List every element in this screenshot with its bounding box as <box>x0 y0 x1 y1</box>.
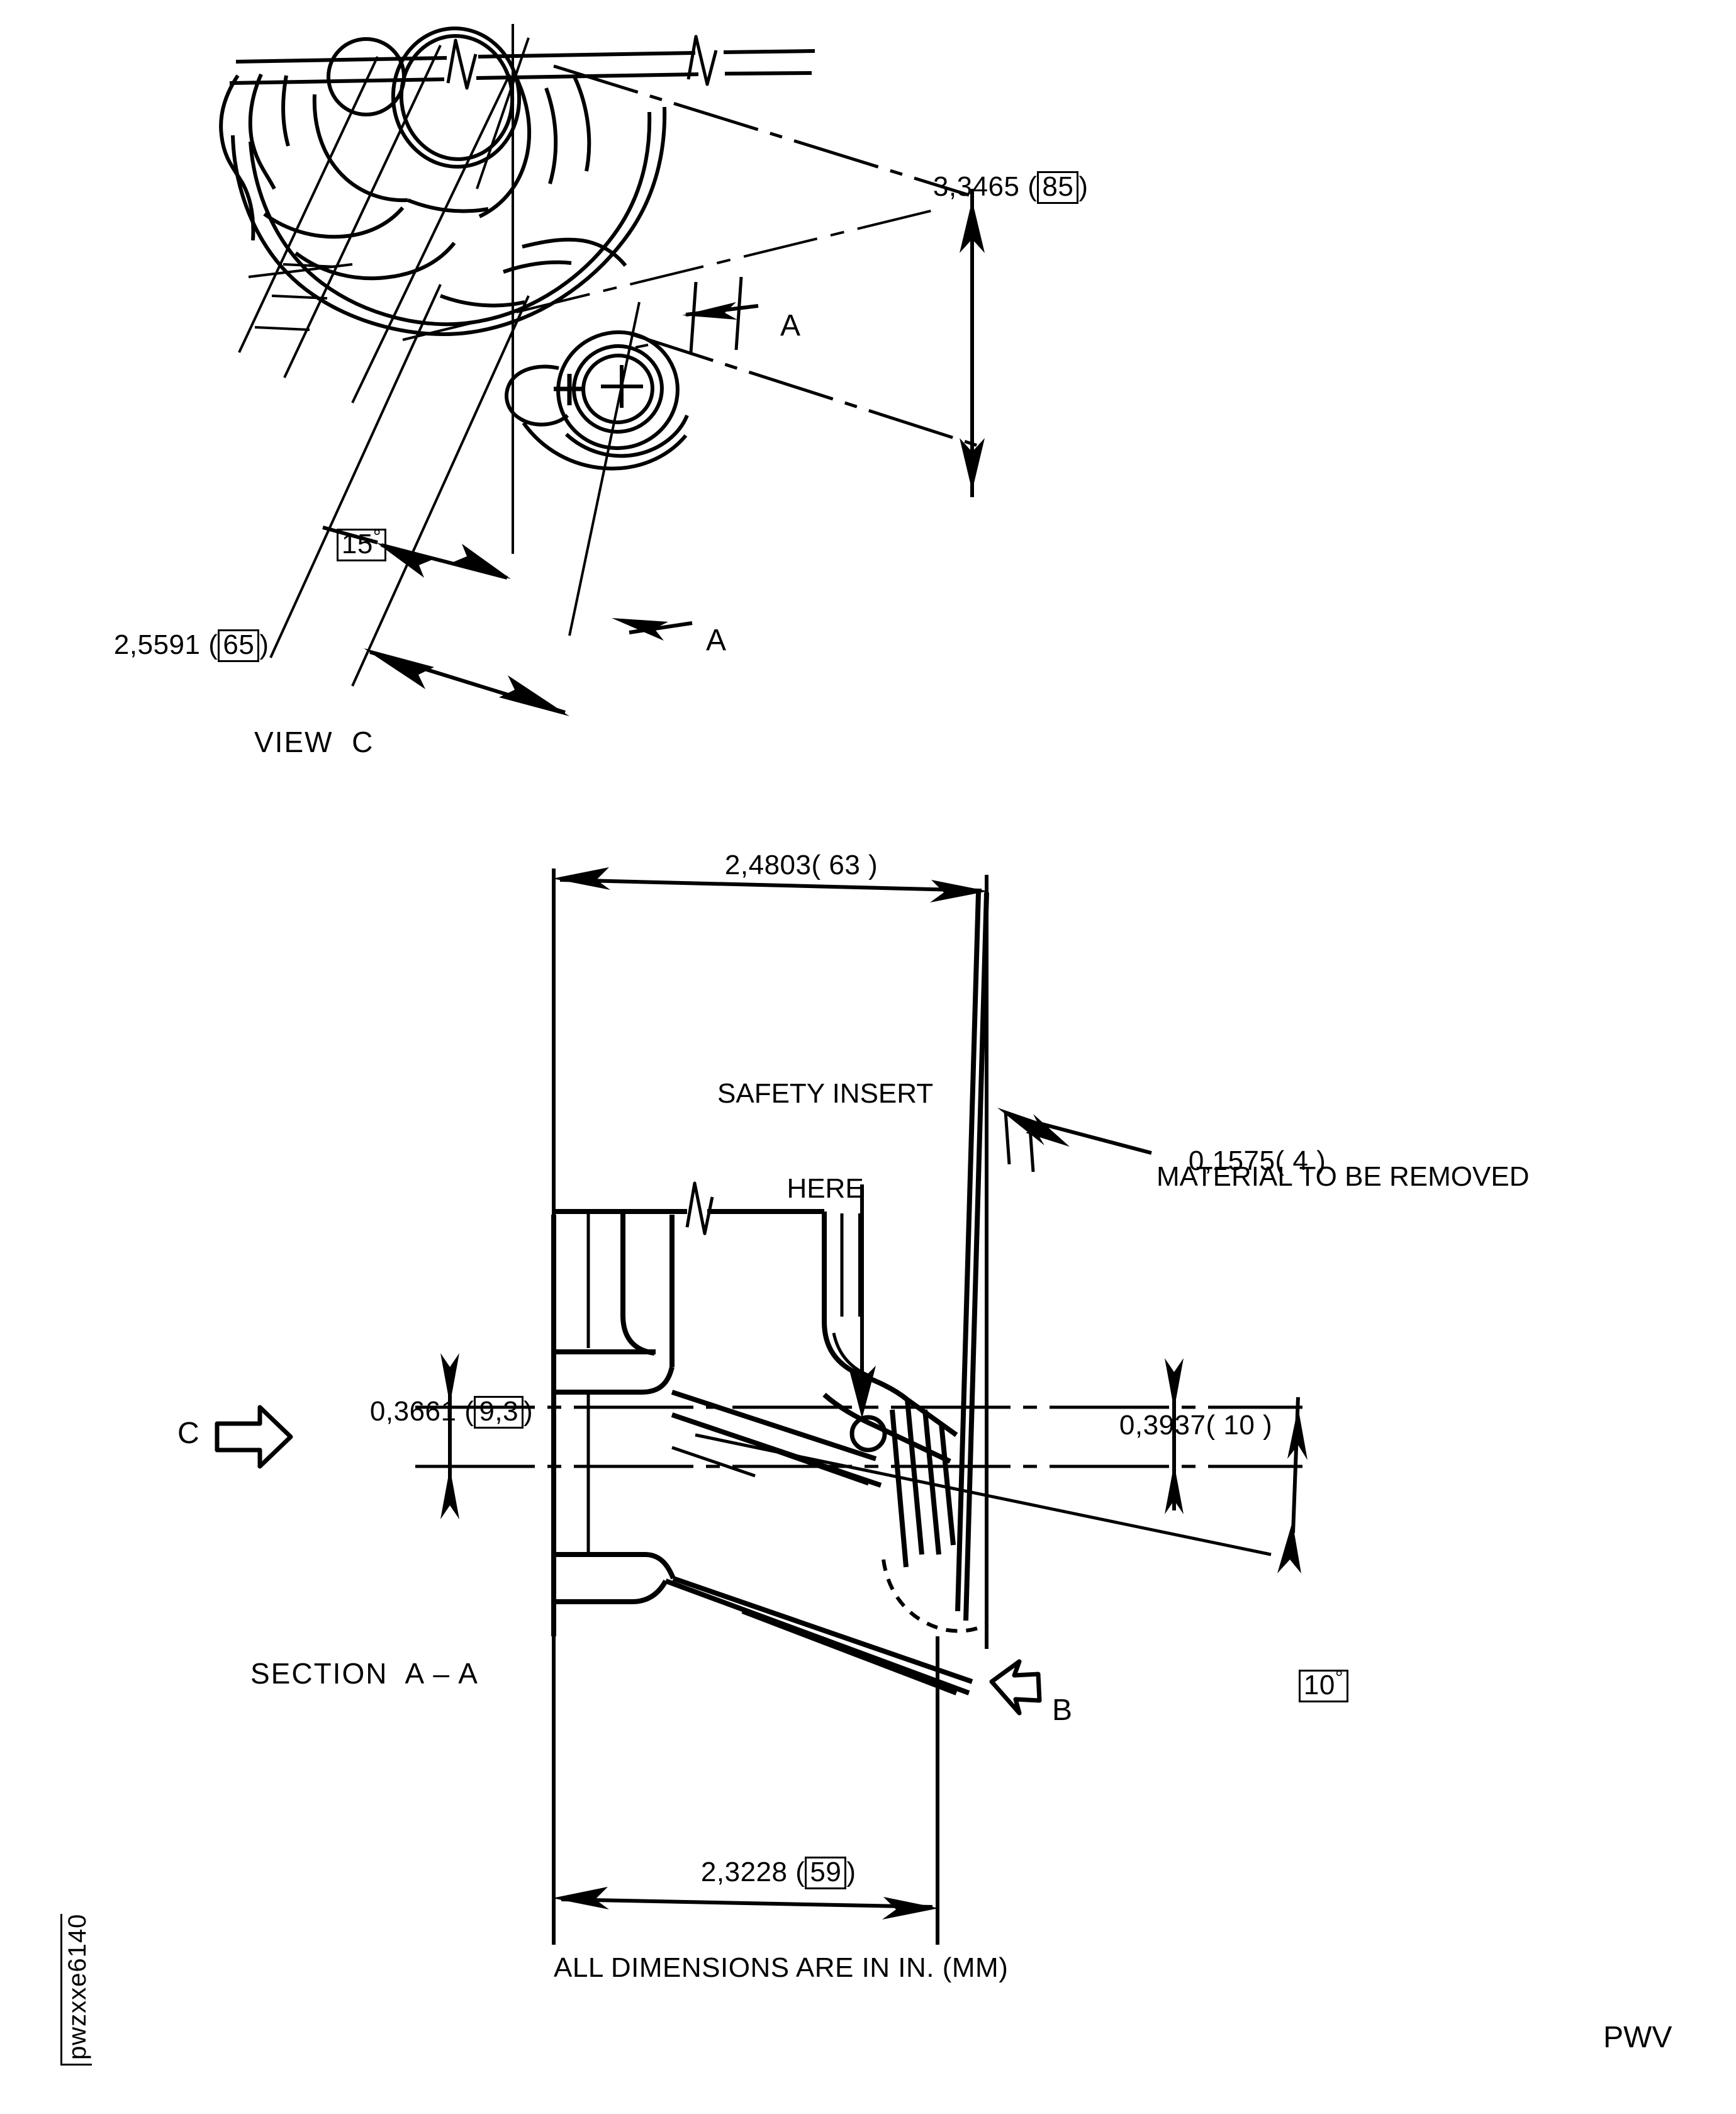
document-code: pwzxxe6140 <box>60 1913 92 2066</box>
dim-65-line <box>369 650 566 714</box>
angle-15-line <box>322 526 508 580</box>
section-line-a-upper <box>689 276 743 353</box>
section-aa-title: SECTION A – A <box>250 1657 479 1690</box>
view-mark-c: C <box>177 1417 199 1450</box>
dim-9-3-label: 0,3661 (9,3) <box>338 1364 533 1460</box>
dim-59-label: 2,3228 (59) <box>669 1825 856 1921</box>
dim-4-label: 0,1575( 4 ) <box>1188 1145 1326 1176</box>
view-c-geometry <box>219 26 815 471</box>
dim-10-label: 0,3937( 10 ) <box>1119 1410 1273 1441</box>
view-arrow-c <box>215 1405 293 1469</box>
safety-insert-line1: SAFETY INSERT <box>717 1078 934 1110</box>
safety-insert-callout: SAFETY INSERT HERE <box>717 1015 933 1268</box>
section-mark-a-lower: A <box>706 624 727 657</box>
section-arrow-a-lower <box>629 621 693 634</box>
detail-arrow-b <box>989 1659 1042 1716</box>
dim-59 <box>552 1636 939 1945</box>
dim-85-label: 3,3465 (85) <box>901 140 1088 235</box>
section-aa-geometry <box>551 892 989 1695</box>
view-c-title: VIEW C <box>254 726 374 758</box>
angle-10-label: 10° <box>1267 1638 1349 1734</box>
dim-85-arrows <box>960 200 985 491</box>
safety-insert-line2: HERE <box>787 1172 864 1204</box>
dim-65-label: 2,5591 (65) <box>82 598 269 694</box>
section-mark-a-upper: A <box>780 309 801 342</box>
material-removed-leader <box>1041 1122 1152 1155</box>
safety-insert-hole <box>849 1415 887 1453</box>
detail-mark-b: B <box>1052 1694 1073 1727</box>
dim-63-label: 2,4803( 63 ) <box>724 850 878 880</box>
material-removed-callout: MATERIAL TO BE REMOVED <box>1156 1161 1530 1192</box>
section-aa-centerlines <box>415 1405 1302 1556</box>
dim-85-leaders <box>553 64 982 497</box>
angle-15-label: 15° <box>305 497 387 593</box>
material-removed-tick-lines <box>1004 1111 1035 1172</box>
footer-note: ALL DIMENSIONS ARE IN IN. (MM) <box>554 1952 1009 1983</box>
dim-65-arrows <box>364 648 569 716</box>
view-c-centerlines <box>238 24 944 687</box>
angle-15-arrows <box>376 543 511 579</box>
corner-code: PWV <box>1603 2021 1672 2054</box>
